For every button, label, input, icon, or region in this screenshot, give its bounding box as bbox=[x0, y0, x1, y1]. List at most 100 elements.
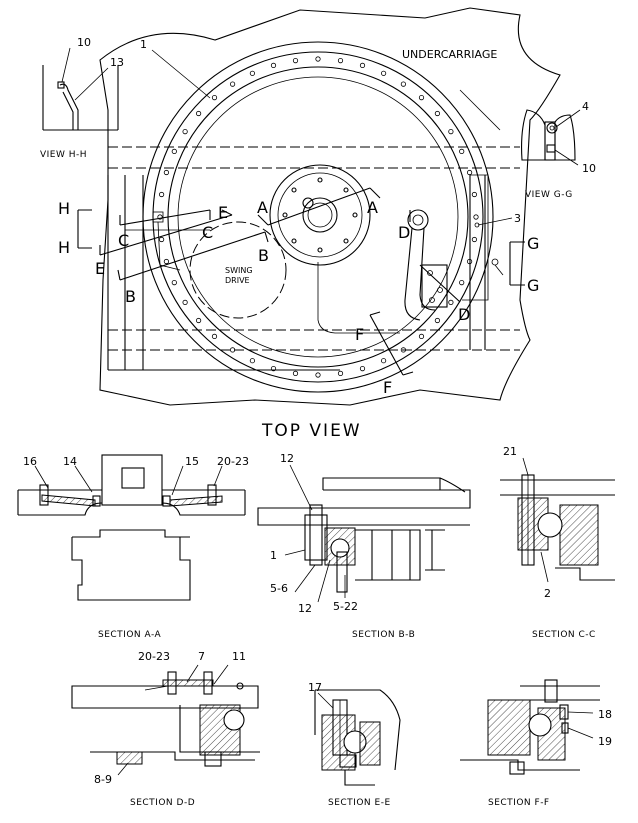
bolt-hole bbox=[159, 236, 165, 243]
cut-line-b: B B bbox=[117, 231, 269, 306]
aa-callout-14: 14 bbox=[63, 455, 77, 468]
section-ee: 17 SECTION E-E bbox=[308, 681, 401, 808]
bolt-hole bbox=[211, 333, 218, 339]
bolt-hole bbox=[337, 370, 344, 376]
section-letter-a-2: A bbox=[367, 198, 378, 217]
bolt-hole bbox=[337, 57, 344, 64]
top-view-title: TOP VIEW bbox=[261, 421, 362, 441]
bolt-hole bbox=[230, 347, 236, 353]
view-hh: 10 13 VIEW H-H bbox=[40, 36, 124, 160]
dd-callout-20-23: 20-23 bbox=[138, 650, 170, 663]
view-gg: 4 10 VIEW G-G bbox=[521, 100, 596, 200]
bolt-hole bbox=[359, 62, 366, 69]
section-letter-b-2: B bbox=[258, 246, 269, 265]
bolt-hole bbox=[434, 317, 440, 324]
frame-rails bbox=[107, 146, 520, 371]
section-cc-title: SECTION C-C bbox=[532, 630, 596, 640]
bolt-hole bbox=[196, 317, 202, 324]
section-letter-f: F bbox=[355, 325, 364, 344]
section-cc: 21 2 SECTION C-C bbox=[500, 445, 615, 640]
bolt-hole bbox=[171, 148, 177, 154]
section-letter-f-2: F bbox=[383, 378, 392, 397]
swing-drive bbox=[189, 221, 287, 319]
section-bb: 12 1 5-6 12 5-22 SECTION B-B bbox=[257, 452, 471, 640]
bolt-hole bbox=[163, 169, 169, 176]
center-hub bbox=[269, 164, 371, 266]
bolt-hole bbox=[459, 148, 465, 154]
section-letter-d-2: D bbox=[458, 305, 470, 324]
bolt-hole bbox=[211, 95, 218, 101]
cut-line-a: A A bbox=[257, 187, 381, 226]
view-gg-callout-4: 4 bbox=[582, 100, 589, 113]
bolt-hole bbox=[182, 129, 188, 135]
bolt-hole bbox=[473, 214, 479, 220]
bolt-hole bbox=[196, 110, 202, 117]
view-gg-callout-10: 10 bbox=[582, 162, 596, 175]
section-letter-c-2: C bbox=[202, 223, 213, 242]
bolt-hole bbox=[270, 365, 277, 372]
bolt-hole bbox=[157, 214, 163, 220]
cut-line-e: E E bbox=[95, 203, 233, 278]
bolt-hole bbox=[315, 56, 321, 62]
cut-line-h: H H bbox=[58, 199, 92, 257]
bolt-hole bbox=[182, 299, 188, 305]
section-letter-h-2: H bbox=[58, 238, 70, 257]
bolt-hole bbox=[249, 70, 255, 76]
bb-callout-5-22: 5-22 bbox=[333, 600, 358, 613]
section-letter-a: A bbox=[257, 198, 268, 217]
ff-callout-18: 18 bbox=[598, 708, 612, 721]
aa-callout-20-23: 20-23 bbox=[217, 455, 249, 468]
bolt-hole bbox=[466, 169, 473, 176]
cc-callout-21: 21 bbox=[503, 445, 517, 458]
bolt-hole bbox=[292, 370, 299, 376]
bolt-hole bbox=[434, 110, 440, 117]
dd-callout-11: 11 bbox=[232, 650, 246, 663]
bb-callout-12-b: 12 bbox=[298, 602, 312, 615]
section-ee-title: SECTION E-E bbox=[328, 798, 391, 808]
bearing-bolt-holes bbox=[157, 56, 479, 378]
section-ff-title: SECTION F-F bbox=[488, 798, 550, 808]
section-dd-title: SECTION D-D bbox=[130, 798, 195, 808]
section-letter-g-2: G bbox=[527, 276, 539, 295]
section-letter-c: C bbox=[118, 231, 129, 250]
bolt-hole bbox=[418, 333, 425, 339]
bolt-hole bbox=[471, 191, 477, 198]
bolt-hole bbox=[292, 57, 299, 64]
aa-callout-16: 16 bbox=[23, 455, 37, 468]
undercarriage-label: UNDERCARRIAGE bbox=[402, 48, 497, 61]
swing-bearing-outer bbox=[142, 41, 494, 393]
view-hh-callout-10: 10 bbox=[77, 36, 91, 49]
section-letter-h: H bbox=[58, 199, 70, 218]
ff-callout-19: 19 bbox=[598, 735, 612, 748]
bolt-hole bbox=[418, 95, 425, 101]
section-letter-g: G bbox=[527, 234, 539, 253]
cut-line-d: D D bbox=[398, 210, 470, 324]
callout-1: 1 bbox=[140, 38, 147, 51]
bolt-hole bbox=[380, 70, 387, 76]
bolt-hole bbox=[459, 279, 465, 286]
bolt-hole bbox=[249, 358, 255, 364]
section-letter-e: E bbox=[95, 259, 105, 278]
section-letter-b: B bbox=[125, 287, 136, 306]
bolt-hole bbox=[448, 299, 454, 305]
view-hh-callout-13: 13 bbox=[110, 56, 124, 69]
bolt-hole bbox=[171, 279, 177, 286]
bolt-hole bbox=[466, 258, 473, 265]
bolt-hole bbox=[315, 372, 321, 378]
section-aa-title: SECTION A-A bbox=[98, 630, 162, 640]
bb-callout-5-6: 5-6 bbox=[270, 582, 288, 595]
bolt-hole bbox=[448, 129, 454, 135]
section-bb-title: SECTION B-B bbox=[352, 630, 415, 640]
cut-line-c: C C bbox=[118, 209, 213, 250]
section-dd: 20-23 7 11 8-9 SECTION D-D bbox=[71, 650, 260, 808]
ee-callout-17: 17 bbox=[308, 681, 322, 694]
bolt-hole bbox=[400, 347, 406, 353]
bolt-hole bbox=[270, 62, 277, 69]
view-gg-title: VIEW G-G bbox=[525, 190, 573, 200]
swing-drive-label: SWING bbox=[225, 266, 253, 275]
bb-callout-12: 12 bbox=[280, 452, 294, 465]
undercarriage-outline bbox=[99, 7, 561, 406]
swing-drive-label-2: DRIVE bbox=[225, 276, 250, 285]
bolt-hole bbox=[380, 358, 387, 364]
